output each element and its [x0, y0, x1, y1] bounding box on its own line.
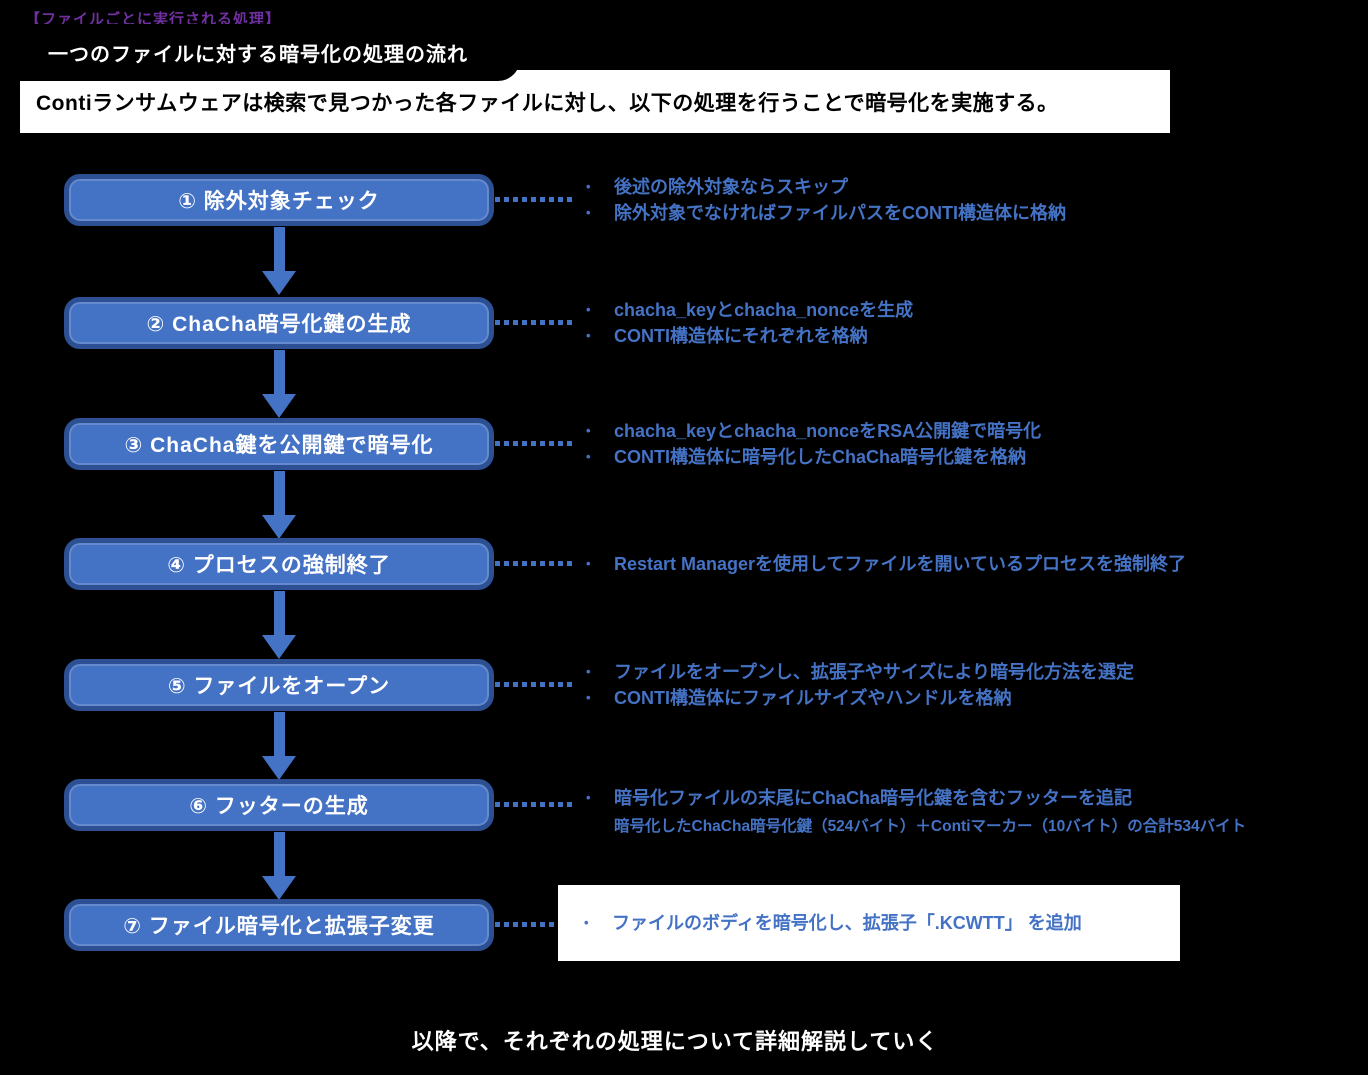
down-arrow-icon [262, 471, 296, 539]
step-box: ⑤ ファイルをオープン [64, 659, 494, 711]
down-arrow-icon [262, 350, 296, 418]
note-line: • 除外対象でなければファイルパスをCONTI構造体に格納 [586, 200, 1368, 226]
bullet-icon: • [586, 205, 591, 220]
note-text: Restart Managerを使用してファイルを開いているプロセスを強制終了 [614, 554, 1186, 574]
step-label: ⑥ フッターの生成 [189, 795, 369, 818]
bullet-icon: • [586, 179, 591, 194]
arrow-head [262, 756, 296, 780]
step-box: ② ChaCha暗号化鍵の生成 [64, 297, 494, 349]
highlight-note-box: • ファイルのボディを暗号化し、拡張子「.KCWTT」 を追加 [558, 885, 1180, 961]
note-text: 後述の除外対象ならスキップ [614, 177, 848, 197]
note-line: • 暗号化ファイルの末尾にChaCha暗号化鍵を含むフッターを追記 [586, 785, 1368, 811]
note-line: • CONTI構造体にそれぞれを格納 [586, 323, 1368, 349]
flow-title: 一つのファイルに対する暗号化の処理の流れ [48, 44, 468, 66]
note-line: • CONTI構造体に暗号化したChaCha暗号化鍵を格納 [586, 444, 1368, 470]
note-line: • 後述の除外対象ならスキップ [586, 174, 1368, 200]
note-subtext: 暗号化したChaCha暗号化鍵（524バイト）＋Contiマーカー（10バイト）… [614, 818, 1247, 835]
note-text: CONTI構造体にそれぞれを格納 [614, 326, 868, 346]
dotted-connector [495, 802, 575, 807]
bullet-icon: • [586, 302, 591, 317]
arrow-head [262, 515, 296, 539]
bullet-icon: • [586, 664, 591, 679]
down-arrow-icon [262, 591, 296, 659]
arrow-shaft [273, 591, 285, 635]
arrow-shaft [273, 227, 285, 271]
dotted-connector [495, 682, 575, 687]
note-text: CONTI構造体に暗号化したChaCha暗号化鍵を格納 [614, 447, 1027, 467]
intro-banner-text: Contiランサムウェアは検索で見つかった各ファイルに対し、以下の処理を行うこと… [36, 91, 1059, 115]
note-line: • ファイルをオープンし、拡張子やサイズにより暗号化方法を選定 [586, 659, 1368, 685]
bullet-icon: • [586, 690, 591, 705]
flow-title-tab: 一つのファイルに対する暗号化の処理の流れ [20, 24, 520, 81]
step-label: ④ プロセスの強制終了 [167, 554, 391, 577]
note-text: ファイルのボディを暗号化し、拡張子「.KCWTT」 を追加 [612, 913, 1082, 933]
arrow-shaft [273, 350, 285, 394]
bullet-icon: • [586, 556, 591, 571]
step-label: ② ChaCha暗号化鍵の生成 [146, 313, 412, 336]
dotted-connector [495, 561, 575, 566]
note-text: CONTI構造体にファイルサイズやハンドルを格納 [614, 688, 1012, 708]
step-box: ① 除外対象チェック [64, 174, 494, 226]
page-heading: 【ファイルごとに実行される処理】 [25, 11, 282, 28]
step-notes: • chacha_keyとchacha_nonceを生成 • CONTI構造体にそれぞ… [586, 297, 1368, 349]
down-arrow-icon [262, 712, 296, 780]
arrow-shaft [273, 712, 285, 756]
note-text: chacha_keyとchacha_nonceを生成 [614, 300, 914, 320]
step-label: ③ ChaCha鍵を公開鍵で暗号化 [124, 434, 434, 457]
step-box: ⑦ ファイル暗号化と拡張子変更 [64, 899, 494, 951]
note-text: 暗号化ファイルの末尾にChaCha暗号化鍵を含むフッターを追記 [614, 788, 1133, 808]
step-label: ⑤ ファイルをオープン [167, 675, 391, 698]
arrow-shaft [273, 471, 285, 515]
step-notes: • Restart Managerを使用してファイルを開いているプロセスを強制終了 [586, 551, 1368, 577]
note-line: • chacha_keyとchacha_nonceを生成 [586, 297, 1368, 323]
note-line: • chacha_keyとchacha_nonceをRSA公開鍵で暗号化 [586, 418, 1368, 444]
arrow-head [262, 271, 296, 295]
dotted-connector [495, 441, 575, 446]
arrow-head [262, 876, 296, 900]
step-label: ⑦ ファイル暗号化と拡張子変更 [123, 915, 435, 938]
note-line: • ファイルのボディを暗号化し、拡張子「.KCWTT」 を追加 [584, 910, 1180, 936]
bullet-icon: • [586, 328, 591, 343]
step-notes: • 後述の除外対象ならスキップ • 除外対象でなければファイルパスをCONTI構造体に… [586, 174, 1368, 226]
bullet-icon: • [586, 790, 591, 805]
note-line: • Restart Managerを使用してファイルを開いているプロセスを強制終了 [586, 551, 1368, 577]
dotted-connector [495, 922, 559, 927]
bullet-icon: • [586, 449, 591, 464]
step-notes: • chacha_keyとchacha_nonceをRSA公開鍵で暗号化 • CONT… [586, 418, 1368, 470]
arrow-shaft [273, 832, 285, 876]
down-arrow-icon [262, 227, 296, 295]
arrow-head [262, 394, 296, 418]
step-label: ① 除外対象チェック [178, 190, 380, 213]
bullet-icon: • [584, 915, 589, 930]
dotted-connector [495, 197, 575, 202]
step-notes: • ファイルをオープンし、拡張子やサイズにより暗号化方法を選定 • CONTI構造体に… [586, 659, 1368, 711]
note-text: chacha_keyとchacha_nonceをRSA公開鍵で暗号化 [614, 421, 1042, 441]
note-line: • CONTI構造体にファイルサイズやハンドルを格納 [586, 685, 1368, 711]
step-box: ⑥ フッターの生成 [64, 779, 494, 831]
step-box: ③ ChaCha鍵を公開鍵で暗号化 [64, 418, 494, 470]
step-notes: • 暗号化ファイルの末尾にChaCha暗号化鍵を含むフッターを追記暗号化したCha… [586, 785, 1368, 839]
step-box: ④ プロセスの強制終了 [64, 538, 494, 590]
intro-banner: Contiランサムウェアは検索で見つかった各ファイルに対し、以下の処理を行うこと… [20, 70, 1170, 133]
footer-note: 以降で、それぞれの処理について詳細解説していく [411, 1029, 939, 1054]
note-text: 除外対象でなければファイルパスをCONTI構造体に格納 [614, 203, 1066, 223]
bullet-icon: • [586, 423, 591, 438]
note-text: ファイルをオープンし、拡張子やサイズにより暗号化方法を選定 [614, 662, 1135, 682]
dotted-connector [495, 320, 575, 325]
down-arrow-icon [262, 832, 296, 900]
arrow-head [262, 635, 296, 659]
